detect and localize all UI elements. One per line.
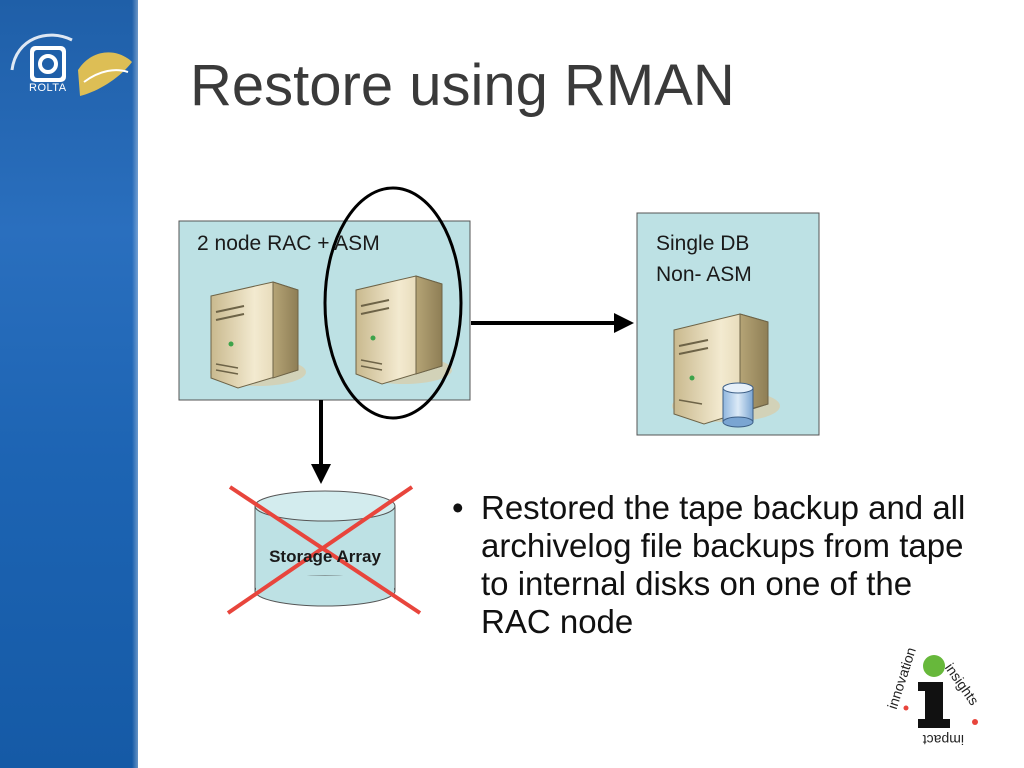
server-node-2-icon	[355, 275, 452, 385]
bullet-text: Restored the tape backup and all archive…	[481, 489, 966, 640]
logo-word-impact: impact	[922, 732, 964, 748]
single-db-label-line1: Single DB	[656, 232, 750, 255]
slide-title: Restore using RMAN	[190, 53, 735, 118]
rolta-logo-icon	[10, 33, 132, 96]
bullet-item: • Restored the tape backup and all archi…	[452, 489, 972, 641]
sidebar-band	[0, 0, 138, 768]
storage-array-label: Storage Array	[269, 547, 381, 566]
innovation-logo-icon	[903, 655, 978, 728]
bullet-marker: •	[452, 489, 464, 526]
rac-box-label: 2 node RAC + ASM	[197, 232, 380, 255]
single-db-label-line2: Non- ASM	[656, 263, 752, 286]
server-node-1-icon	[210, 281, 306, 389]
failure-cross-icon	[226, 485, 422, 615]
rolta-brand-text: ROLTA	[29, 82, 67, 94]
database-cylinder-icon	[722, 382, 754, 428]
highlight-ellipse	[323, 186, 463, 420]
